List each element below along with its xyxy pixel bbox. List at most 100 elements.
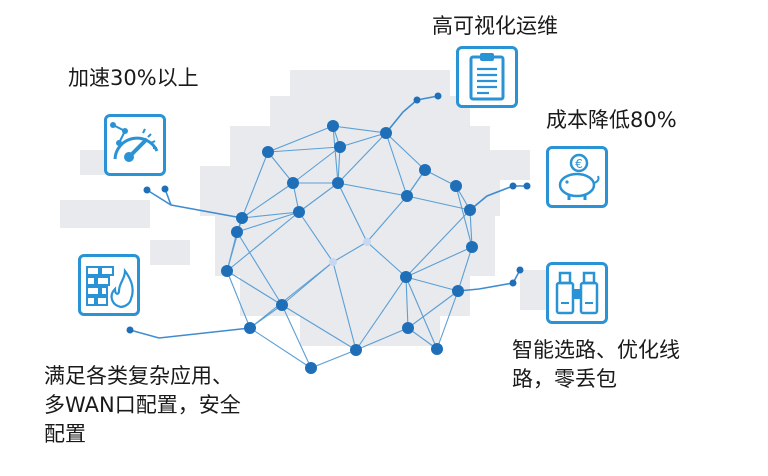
network-edge [337,132,387,184]
network-edge [469,209,473,248]
connector-line [385,95,439,134]
network-edge [337,182,368,243]
network-node [327,120,339,132]
network-node [380,127,392,139]
feature-label-apps-line: 配置 [44,422,86,446]
network-node [452,285,464,297]
connector-node [161,185,169,193]
network-node [450,180,462,192]
network-node [401,190,413,202]
network-node [276,299,288,311]
network-edge [332,125,387,134]
network-edge [355,276,407,351]
network-edge [226,270,283,306]
network-node [293,206,305,218]
binoculars-icon [546,262,608,324]
network-node [332,177,344,189]
network-node [350,344,362,356]
network-edge [405,276,459,292]
network-node [363,238,371,246]
network-edge [406,195,471,211]
network-node [419,164,431,176]
network-edge [337,146,341,184]
clipboard-icon [456,46,518,108]
network-edge [332,241,368,263]
network-node [334,141,346,153]
network-edge [298,211,334,263]
network-edge [226,211,300,272]
connector-node [434,92,442,100]
network-node [244,322,256,334]
feature-label-ops: 高可视化运维 [432,14,558,38]
network-edge [292,146,341,184]
network-node [231,226,243,238]
network-node [221,265,233,277]
network-edge [298,182,339,213]
network-edge [236,211,300,233]
speedometer-icon [104,114,166,176]
feature-label-routing-line: 智能选路、优化线 [512,338,680,362]
network-edge [366,241,407,278]
network-edge [407,290,459,329]
feature-label-apps-line: 满足各类复杂应用、 [44,364,233,388]
network-edge [267,125,334,153]
connector-node [509,279,517,287]
feature-label-speed: 加速30%以上 [68,66,199,90]
feature-label-routing-line: 路，零丢包 [512,367,617,391]
connector-node [143,186,151,194]
network-edge [241,211,300,219]
network-edge [241,151,269,219]
network-edge [355,327,409,351]
feature-label-cost: 成本降低80% [546,108,677,132]
network-node [466,241,478,253]
network-edge [281,304,312,369]
network-edge [249,261,334,329]
feature-label-apps-line: 多WAN口配置，安全 [44,393,241,417]
network-node [305,362,317,374]
network-edge [281,304,357,351]
feature-label-routing: 智能选路、优化线 路，零丢包 [512,336,680,394]
network-node [464,204,476,216]
network-edge [241,182,294,219]
svg-text:€: € [575,157,583,171]
network-edge [405,209,471,278]
network-edge [249,327,312,369]
network-edge [226,217,243,272]
network-edge [310,349,357,369]
network-edge [337,182,408,197]
network-edge [267,151,294,184]
network-edge [457,246,473,292]
network-node [236,212,248,224]
network-edge [339,132,387,148]
network-node [402,322,414,334]
connector-node [516,266,524,274]
network-edge [226,270,251,329]
network-edge [267,146,341,153]
connector-node [126,326,134,334]
network-edge [405,276,438,350]
firewall-icon [78,254,140,316]
network-edge [405,246,473,278]
network-edge [436,290,459,350]
network-edge [366,195,408,243]
network-node [431,343,443,355]
network-edge [332,261,357,351]
network-edge [385,132,408,197]
connector-line [129,327,251,339]
connector-node [509,182,517,190]
network-node [400,271,412,283]
connector-node [523,182,531,190]
connector-line [146,189,243,219]
network-node [262,146,274,158]
piggy-bank-euro-icon: € [546,146,608,208]
network-edge [236,231,283,306]
network-edge [332,125,339,184]
connector-node [413,96,421,104]
network-edge [405,276,409,329]
connector-line [469,185,527,211]
network-edge [385,132,426,171]
feature-label-apps: 满足各类复杂应用、 多WAN口配置，安全 配置 [44,362,241,449]
